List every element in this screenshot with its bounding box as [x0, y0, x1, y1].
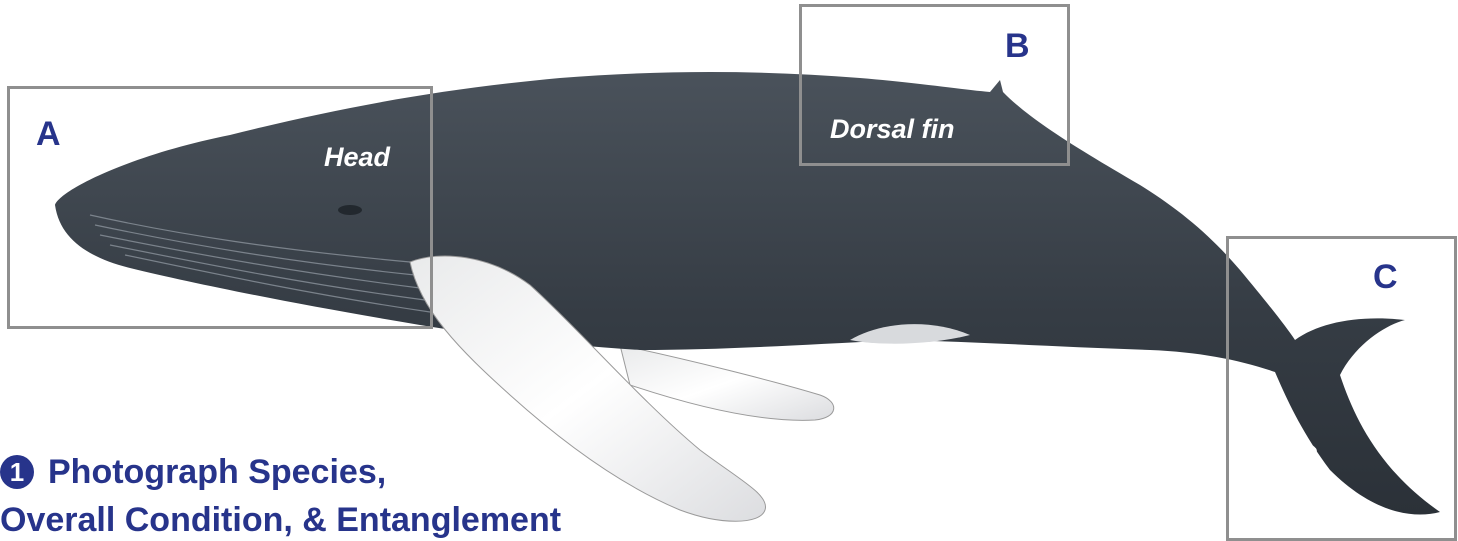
- step-heading-line-2-row: Overall Condition, & Entanglement: [0, 500, 561, 540]
- region-letter-a: A: [36, 115, 61, 154]
- step-number-badge: 1: [0, 455, 34, 489]
- step-heading-line-2: Overall Condition, & Entanglement: [0, 501, 561, 539]
- region-label-head: Head: [324, 142, 390, 173]
- region-label-dorsal-fin: Dorsal fin: [830, 114, 955, 145]
- step-heading: 1 Photograph Species,: [0, 452, 386, 492]
- step-heading-line-1: Photograph Species,: [48, 453, 386, 491]
- region-letter-b: B: [1005, 27, 1030, 66]
- region-box-head: [7, 86, 433, 329]
- region-letter-c: C: [1373, 258, 1398, 297]
